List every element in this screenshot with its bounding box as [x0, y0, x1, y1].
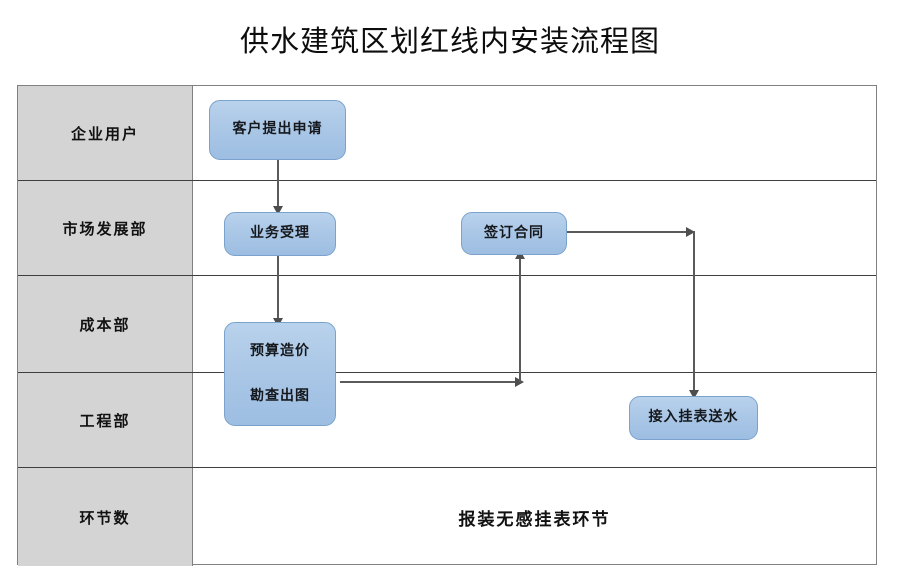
- page-title: 供水建筑区划红线内安装流程图: [239, 26, 660, 58]
- connector-survey-to-contract-arrowhead-right: [515, 377, 524, 387]
- lane-row-step-count: 环节数 报装无感挂表环节: [18, 468, 876, 566]
- lane-row-engineering-department: 工程部: [18, 373, 876, 468]
- connector-accept-to-budget-line: [277, 256, 279, 322]
- connector-survey-to-contract-vertical: [519, 258, 521, 382]
- swimlane-table: 企业用户 市场发展部 成本部 工程部 环节数 报装无感挂表环节: [17, 85, 877, 566]
- lane-row-cost-department: 成本部: [18, 276, 876, 373]
- node-customer-application-label: 客户提出申请: [232, 122, 323, 138]
- connector-contract-to-connect-horizontal: [566, 231, 694, 233]
- node-business-acceptance[interactable]: 业务受理: [224, 212, 336, 256]
- node-survey-label: 勘查出图: [250, 388, 310, 404]
- node-budget-label: 预算造价: [250, 343, 310, 359]
- lane-label-market-development: 市场发展部: [18, 181, 193, 275]
- lane-label-cost-department: 成本部: [18, 276, 193, 372]
- node-customer-application[interactable]: 客户提出申请: [209, 100, 346, 160]
- connector-apply-to-accept-line: [277, 160, 279, 210]
- connector-contract-to-connect-arrowhead-right: [686, 227, 695, 237]
- lane-row-enterprise-user: 企业用户: [18, 86, 876, 181]
- lane-body-step-count: 报装无感挂表环节: [193, 468, 876, 566]
- connector-contract-to-connect-arrowhead-down: [689, 390, 699, 399]
- connector-apply-to-accept-arrowhead: [273, 206, 283, 215]
- lane-row-market-development: 市场发展部: [18, 181, 876, 276]
- node-budget-and-survey[interactable]: 预算造价 勘查出图: [224, 322, 336, 426]
- lane-label-engineering-department: 工程部: [18, 373, 193, 467]
- connector-contract-to-connect-vertical: [693, 231, 695, 394]
- summary-row-text: 报装无感挂表环节: [458, 509, 611, 529]
- node-sign-contract-label: 签订合同: [484, 225, 544, 241]
- connector-survey-to-contract-horizontal: [340, 381, 520, 383]
- lane-label-step-count: 环节数: [18, 468, 193, 566]
- node-connect-meter-supply-label: 接入挂表送水: [648, 410, 739, 426]
- node-sign-contract[interactable]: 签订合同: [461, 212, 567, 255]
- node-connect-meter-supply[interactable]: 接入挂表送水: [629, 396, 758, 440]
- lane-label-enterprise-user: 企业用户: [18, 86, 193, 180]
- node-business-acceptance-label: 业务受理: [250, 226, 310, 242]
